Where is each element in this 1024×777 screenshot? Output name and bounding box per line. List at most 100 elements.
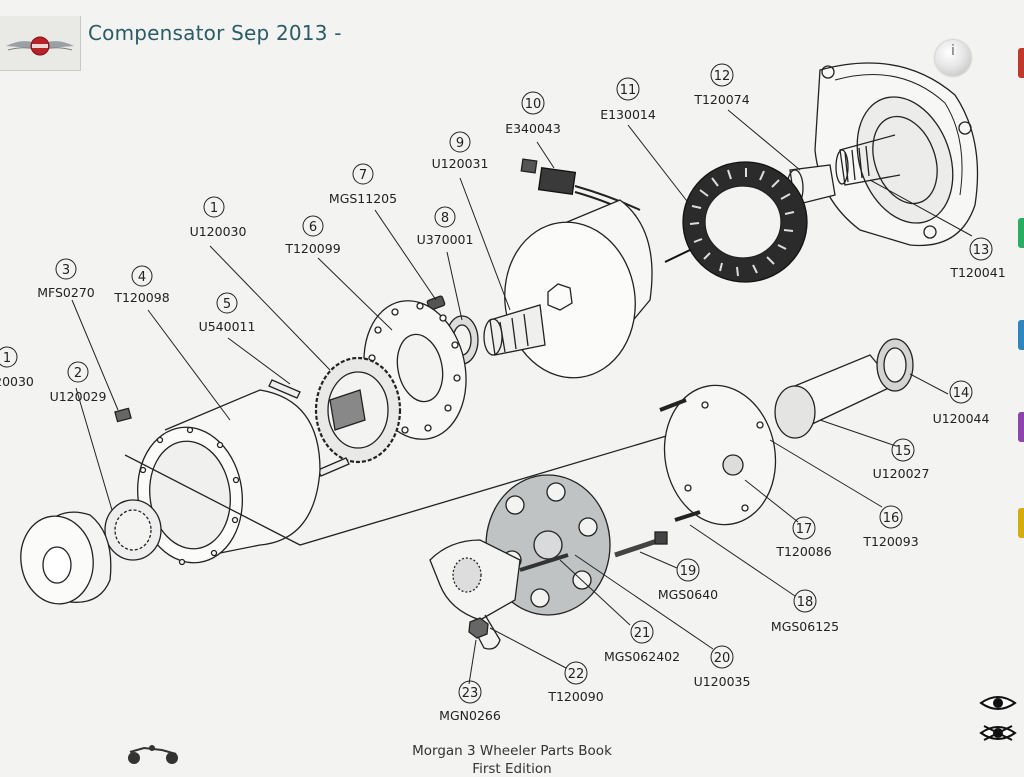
- svg-text:T120099: T120099: [284, 241, 340, 256]
- callout-6[interactable]: 6 T120099: [284, 215, 341, 256]
- footer-subtitle: First Edition: [472, 761, 552, 777]
- show-labels-eye-icon: [979, 696, 1017, 710]
- svg-text:U370001: U370001: [417, 232, 474, 247]
- callout-5[interactable]: 5 U540011: [199, 292, 256, 334]
- callout-1[interactable]: 1 U120030: [190, 196, 247, 239]
- cover-plate-13: [814, 62, 979, 247]
- callout-17[interactable]: 17 T120086: [775, 516, 832, 559]
- cup-1-left: [20, 511, 112, 605]
- callout-20[interactable]: 20 U120035: [694, 645, 751, 689]
- leader-lines: [71, 109, 973, 685]
- hide-labels-eye-icon: [979, 725, 1017, 741]
- callout-4[interactable]: 4 T120098: [113, 265, 170, 305]
- callout-21[interactable]: 21 MGS062402: [604, 620, 680, 664]
- svg-text:MGS0640: MGS0640: [658, 587, 718, 602]
- svg-text:18: 18: [797, 595, 814, 610]
- home-button[interactable]: [122, 740, 184, 766]
- svg-text:20: 20: [714, 651, 731, 666]
- flywheel-drum-9: [483, 199, 653, 379]
- callout-15[interactable]: 15 U120027: [873, 438, 930, 481]
- callout-19[interactable]: 19 MGS0640: [658, 558, 718, 602]
- stator-11: [664, 161, 808, 283]
- svg-text:U120030: U120030: [190, 224, 247, 239]
- svg-text:U120029: U120029: [50, 389, 107, 404]
- bearing-carrier-16: [663, 384, 777, 526]
- page-title: Compensator Sep 2013 -: [88, 21, 342, 45]
- svg-text:U120035: U120035: [694, 674, 751, 689]
- svg-text:4: 4: [138, 270, 146, 285]
- svg-text:T120074: T120074: [693, 92, 749, 107]
- svg-text:MFS0270: MFS0270: [37, 285, 95, 300]
- callout-13[interactable]: 13 T120041: [949, 237, 1006, 280]
- callout-1-left[interactable]: 1 20030: [0, 346, 34, 389]
- svg-text:E130014: E130014: [600, 107, 656, 122]
- svg-text:20030: 20030: [0, 374, 34, 389]
- tube-15: [774, 354, 897, 439]
- callout-9[interactable]: 9 U120031: [432, 131, 489, 171]
- callout-7[interactable]: 7 MGS11205: [329, 163, 397, 206]
- callout-11[interactable]: 11 E130014: [600, 77, 656, 122]
- section-tab-red[interactable]: [1018, 48, 1024, 78]
- svg-text:10: 10: [525, 97, 542, 112]
- callout-2[interactable]: 2 U120029: [50, 361, 107, 404]
- info-button[interactable]: i: [935, 40, 971, 76]
- svg-text:MGS06125: MGS06125: [771, 619, 839, 634]
- svg-text:2: 2: [74, 366, 82, 381]
- svg-text:T120090: T120090: [547, 689, 603, 704]
- section-tab-green[interactable]: [1018, 218, 1024, 248]
- bolt-18: [674, 510, 701, 522]
- svg-text:6: 6: [309, 220, 317, 235]
- show-labels-button[interactable]: [978, 694, 1018, 712]
- splined-hub-2: [104, 499, 162, 561]
- callout-16[interactable]: 16 T120093: [862, 505, 919, 549]
- svg-text:1: 1: [3, 351, 11, 366]
- callout-12[interactable]: 12 T120074: [693, 63, 750, 107]
- morgan-logo[interactable]: [0, 16, 81, 71]
- callout-18[interactable]: 18 MGS06125: [771, 589, 839, 634]
- svg-text:11: 11: [620, 83, 637, 98]
- callout-3[interactable]: 3 MFS0270: [37, 258, 95, 300]
- svg-text:16: 16: [883, 511, 900, 526]
- svg-text:14: 14: [953, 386, 970, 401]
- svg-text:E340043: E340043: [505, 121, 561, 136]
- callout-22[interactable]: 22 T120090: [547, 661, 604, 704]
- bolt-top-16: [659, 398, 687, 412]
- svg-text:13: 13: [973, 243, 990, 258]
- bolt-19: [614, 531, 668, 558]
- svg-text:T120041: T120041: [949, 265, 1005, 280]
- svg-text:MGS11205: MGS11205: [329, 191, 397, 206]
- svg-text:MGN0266: MGN0266: [439, 708, 501, 723]
- footer-title: Morgan 3 Wheeler Parts Book: [412, 743, 612, 759]
- three-wheeler-car-icon: [128, 745, 178, 764]
- svg-text:7: 7: [359, 168, 367, 183]
- svg-text:T120086: T120086: [775, 544, 831, 559]
- callout-14[interactable]: 14 U120044: [933, 380, 990, 426]
- svg-text:5: 5: [223, 297, 231, 312]
- callout-23[interactable]: 23 MGN0266: [439, 680, 501, 723]
- callout-8[interactable]: 8 U370001: [417, 206, 474, 247]
- section-tab-purple[interactable]: [1018, 412, 1024, 442]
- svg-text:22: 22: [568, 667, 585, 682]
- svg-text:23: 23: [462, 686, 479, 701]
- svg-text:15: 15: [895, 444, 912, 459]
- morgan-wings-icon: [6, 36, 74, 56]
- svg-text:T120093: T120093: [862, 534, 918, 549]
- svg-text:1: 1: [210, 201, 218, 216]
- svg-text:19: 19: [680, 564, 697, 579]
- svg-text:U120044: U120044: [933, 411, 990, 426]
- bolt-21: [519, 553, 569, 572]
- section-tab-yellow[interactable]: [1018, 508, 1024, 538]
- hide-labels-button[interactable]: [978, 724, 1018, 742]
- svg-text:12: 12: [714, 69, 731, 84]
- svg-text:T120098: T120098: [113, 290, 169, 305]
- svg-text:17: 17: [796, 522, 813, 537]
- info-icon: i: [951, 43, 955, 59]
- seal-14: [876, 338, 914, 392]
- svg-text:3: 3: [62, 263, 70, 278]
- section-tab-blue[interactable]: [1018, 320, 1024, 350]
- svg-text:8: 8: [441, 211, 449, 226]
- screw-3: [114, 407, 132, 423]
- svg-text:U120027: U120027: [873, 466, 930, 481]
- callout-10[interactable]: 10 E340043: [505, 91, 561, 136]
